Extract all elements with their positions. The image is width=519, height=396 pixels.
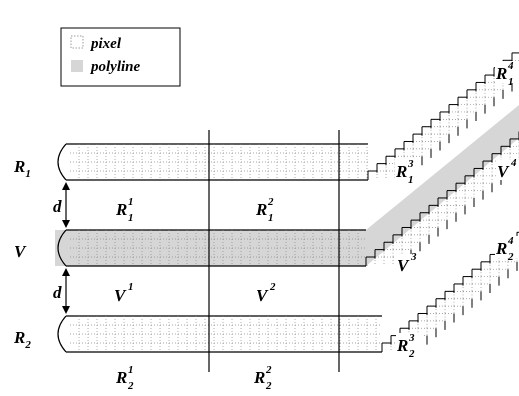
label-r1-seg1: R [115, 200, 127, 219]
label-r1-seg2-sub: 1 [268, 212, 274, 224]
label-r1-seg1-sub: 1 [128, 212, 134, 224]
label-bg-v-seg4 [496, 160, 519, 180]
label-bg-v-seg3 [396, 254, 420, 274]
label-v-seg1-sup: 1 [128, 281, 134, 293]
label-r1-seg4-sub: 1 [508, 76, 514, 88]
legend: pixel polyline [60, 27, 181, 87]
label-r2-seg3-sub: 2 [408, 348, 415, 360]
label-v-seg3: V [397, 256, 410, 275]
straight-strips [57, 143, 382, 353]
legend-polyline-swatch [71, 60, 83, 72]
label-v-seg2-sup: 2 [269, 281, 276, 293]
label-bg-r1-seg3 [395, 159, 421, 181]
label-r2-seg4-sub: 2 [507, 251, 514, 263]
label-bg-r2-seg4 [495, 236, 519, 258]
legend-polyline-label: polyline [89, 59, 141, 75]
label-r1-seg2: R [255, 200, 267, 219]
label-r1: R1 [13, 157, 31, 180]
strip-r1 [57, 143, 368, 181]
label-v-seg3-sup: 3 [410, 251, 417, 263]
label-bg-r2-seg3 [396, 333, 422, 355]
label-r2-seg1-sub: 2 [127, 380, 134, 392]
left-labels: R1 d V d R2 [13, 157, 62, 351]
label-r2: R2 [13, 328, 31, 351]
segment-labels: R 1 1 R 2 1 V 1 V 2 R 1 2 R 2 2 R 3 1 [114, 60, 519, 392]
label-r1-seg3-sub: 1 [408, 174, 414, 186]
label-v: V [14, 242, 27, 261]
polyline-band [55, 105, 519, 266]
distance-arrows [62, 182, 70, 314]
legend-pixel-swatch [70, 35, 84, 49]
label-r2-seg4-sup: 4 [507, 235, 514, 247]
label-v-seg4: V [497, 162, 510, 181]
label-d-top: d [53, 197, 62, 216]
label-v-seg4-sup: 4 [510, 157, 517, 169]
label-r2-seg2-sup: 2 [265, 364, 272, 376]
segment-dividers [208, 130, 340, 372]
label-d-bottom: d [53, 283, 62, 302]
label-r1-seg3: R [395, 162, 407, 181]
label-r2-seg3-sup: 3 [408, 332, 415, 344]
label-bg-r1-seg4 [495, 61, 519, 83]
label-r1-seg2-sup: 2 [267, 196, 274, 208]
label-v-seg1: V [114, 286, 127, 305]
label-r1-seg4-sup: 4 [507, 60, 514, 72]
label-r1-seg3-sup: 3 [407, 158, 414, 170]
polyline-diagonal [366, 105, 519, 266]
legend-pixel-label: pixel [89, 36, 122, 52]
label-r2-seg4: R [495, 239, 507, 258]
label-r2-seg1: R [115, 368, 127, 387]
label-r2-seg2: R [253, 368, 265, 387]
strip-v [57, 229, 366, 267]
label-r2-seg3: R [396, 336, 408, 355]
label-r2-seg2-sub: 2 [265, 380, 272, 392]
strip-r2 [57, 315, 382, 353]
label-v-seg2: V [256, 286, 269, 305]
label-r1-seg4: R [495, 64, 507, 83]
label-r1-seg1-sup: 1 [128, 196, 134, 208]
pixel-grid-strips [70, 144, 382, 352]
label-r2-seg1-sup: 1 [128, 364, 134, 376]
